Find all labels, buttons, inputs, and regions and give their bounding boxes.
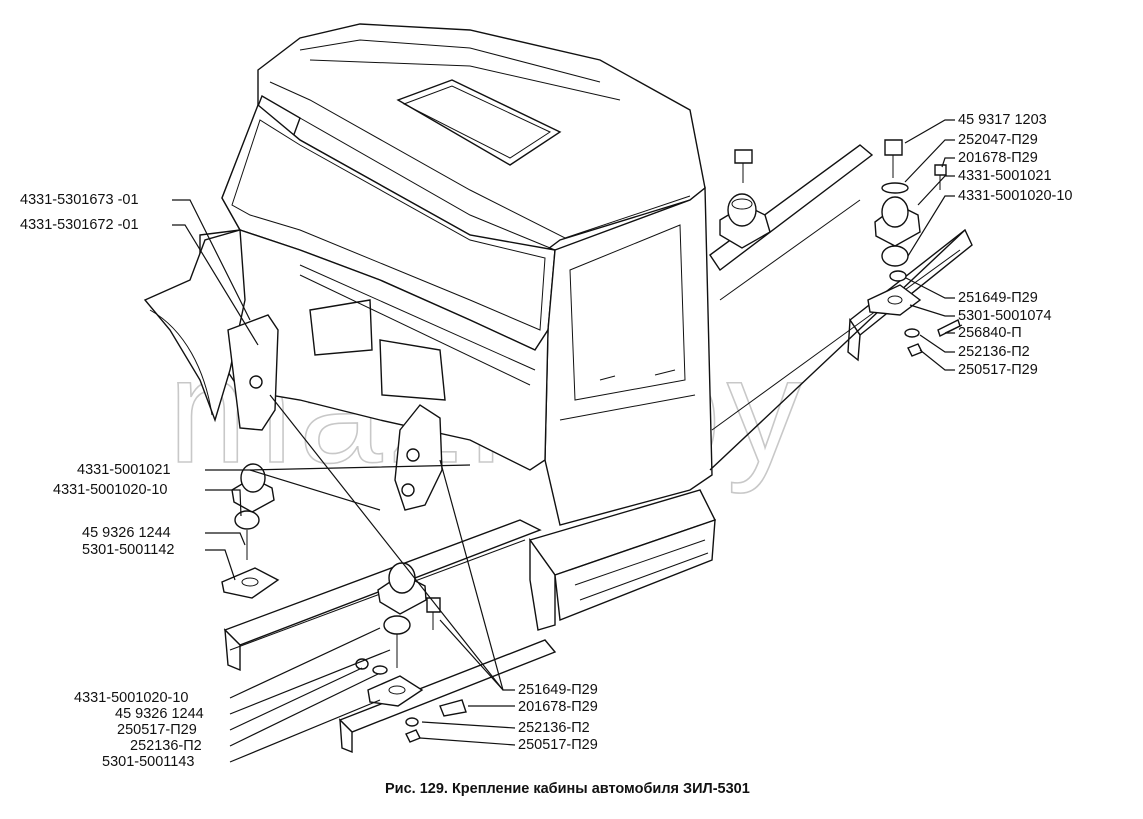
label-upper-left-2: 4331-5301672 -01 [20,217,139,233]
label-right-5: 4331-5001020-10 [958,188,1073,204]
label-bottom-center-3: 252136-П2 [518,720,590,736]
rear-mount-upper [719,149,771,249]
part-labels: 4331-5301673 -01 4331-5301672 -01 4331-5… [20,112,1073,770]
label-right-9: 252136-П2 [958,344,1030,360]
left-mount-bracket [227,314,279,431]
label-upper-left-1: 4331-5301673 -01 [20,192,139,208]
label-bottom-center-2: 201678-П29 [518,699,598,715]
cab-body [143,23,713,526]
label-right-10: 250517-П29 [958,362,1038,378]
label-right-8: 256840-П [958,325,1022,341]
label-left-2: 4331-5001020-10 [53,482,168,498]
label-bottom-left-3: 250517-П29 [117,722,197,738]
label-right-4: 4331-5001021 [958,168,1052,184]
label-bottom-left-2: 45 9326 1244 [115,706,204,722]
front-mount-left [221,463,280,599]
label-bottom-center-4: 250517-П29 [518,737,598,753]
label-right-3: 201678-П29 [958,150,1038,166]
label-bottom-left-5: 5301-5001143 [102,754,194,770]
label-left-4: 5301-5001142 [82,542,174,558]
label-right-2: 252047-П29 [958,132,1038,148]
front-mount-center [355,562,467,743]
footboard [528,489,716,631]
figure-caption: Рис. 129. Крепление кабины автомобиля ЗИ… [385,781,750,797]
label-right-7: 5301-5001074 [958,308,1052,324]
label-left-3: 45 9326 1244 [82,525,171,541]
leader-lines [172,119,963,763]
label-bottom-left-1: 4331-5001020-10 [74,690,189,706]
label-right-1: 45 9317 1203 [958,112,1047,128]
label-bottom-center-1: 251649-П29 [518,682,598,698]
label-bottom-left-4: 252136-П2 [130,738,202,754]
label-right-6: 251649-П29 [958,290,1038,306]
label-left-1: 4331-5001021 [77,462,171,478]
